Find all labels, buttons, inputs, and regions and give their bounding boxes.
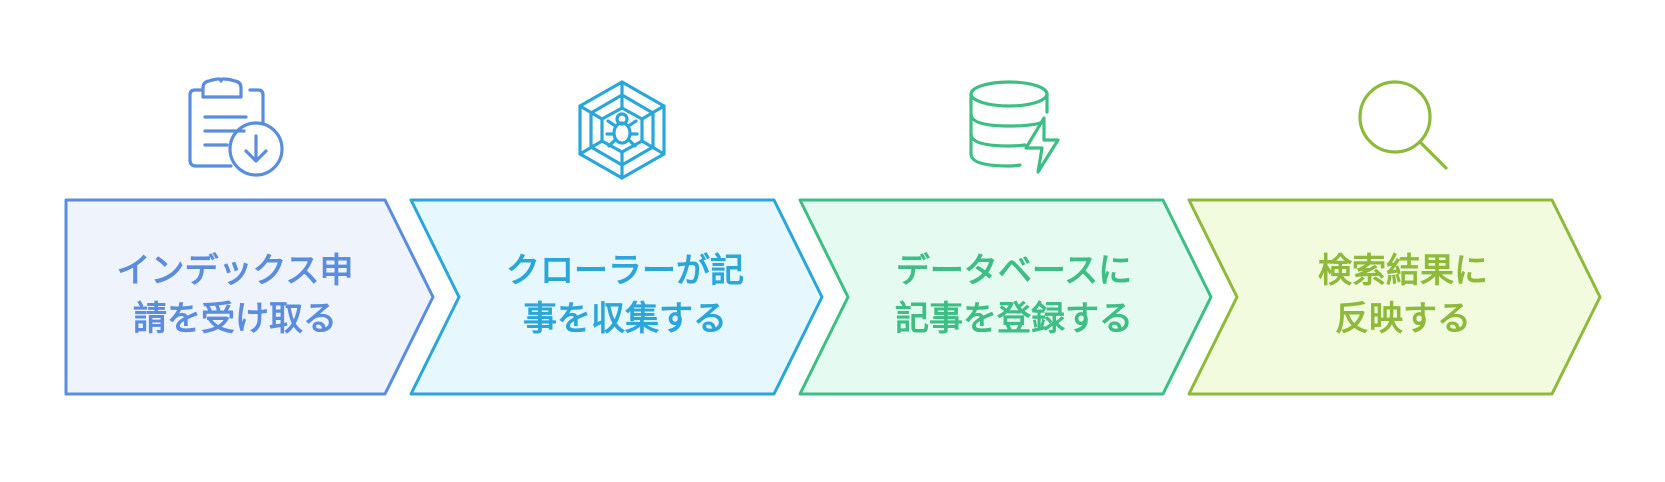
step-2: クローラーが記 事を収集する bbox=[409, 80, 824, 396]
step-4-chevron bbox=[1187, 198, 1602, 396]
step-3-chevron bbox=[798, 198, 1213, 396]
step-1-label-line-1: インデックス申 bbox=[117, 251, 354, 291]
step-3-label-line-1: データベースに bbox=[896, 251, 1132, 291]
clipboard-download-icon bbox=[188, 77, 284, 177]
step-1-chevron bbox=[64, 198, 435, 396]
spider-web-icon bbox=[578, 80, 666, 180]
step-1: インデックス申 請を受け取る bbox=[64, 77, 435, 396]
magnifier-icon bbox=[1358, 80, 1448, 170]
database-lightning-icon bbox=[969, 80, 1060, 174]
step-2-chevron bbox=[409, 198, 824, 396]
step-3: データベースに 記事を登録する bbox=[798, 80, 1213, 396]
step-1-label-line-2: 請を受け取る bbox=[133, 299, 337, 339]
step-4-label-line-2: 反映する bbox=[1335, 299, 1471, 339]
step-4: 検索結果に 反映する bbox=[1187, 80, 1602, 396]
step-3-label-line-2: 記事を登録する bbox=[895, 299, 1133, 339]
step-4-label-line-1: 検索結果に bbox=[1318, 251, 1488, 291]
step-2-label-line-2: 事を収集する bbox=[523, 299, 727, 339]
step-2-label-line-1: クローラーが記 bbox=[506, 251, 744, 291]
